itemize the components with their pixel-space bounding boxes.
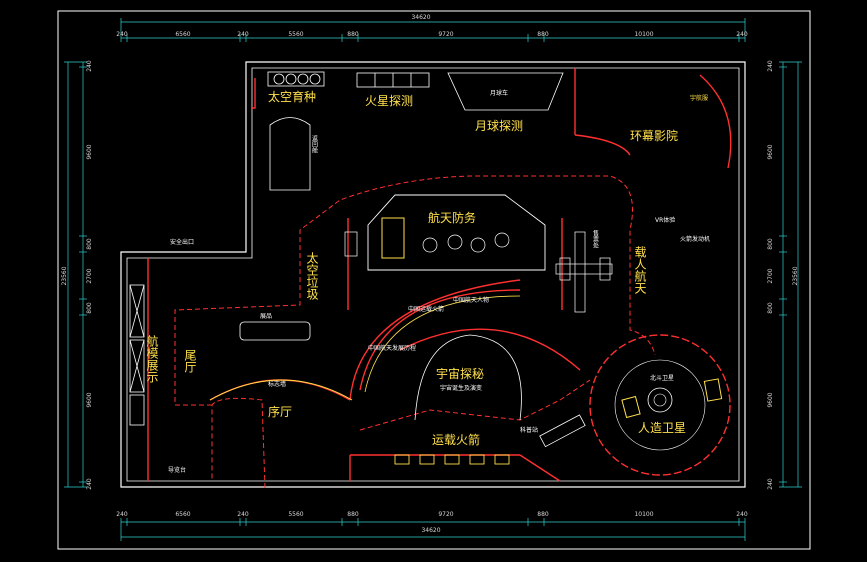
top-dimensions: [120, 18, 746, 42]
mars-exhibits: [356, 72, 430, 88]
dim-bottom-seg-8: 10100: [634, 511, 653, 518]
label-sign: 标志墙: [268, 380, 286, 388]
label-space-suit: 宇航服: [690, 94, 708, 102]
label-universe-origin: 宇宙诞生及演变: [440, 384, 482, 392]
dim-bottom-seg-3: 240: [237, 511, 249, 518]
zone-space-breeding: 太空育种: [268, 89, 316, 104]
label-safety-exit: 安全出口: [170, 238, 194, 246]
label-ticket: 售票处: [592, 229, 599, 249]
dim-left-seg-6: 9600: [86, 392, 93, 407]
zone-prelude: 序厅: [268, 404, 292, 419]
launch-pad: [539, 414, 586, 448]
breeding-exhibits: [267, 71, 325, 87]
dim-top-seg-3: 240: [237, 31, 249, 38]
dim-right-seg-1: 240: [767, 60, 774, 72]
label-engine: 火箭发动机: [680, 235, 710, 243]
dim-bottom-seg-4: 5560: [288, 511, 303, 518]
dim-top-seg-4: 5560: [288, 31, 303, 38]
zone-space-debris: 太空垃圾: [305, 251, 319, 300]
zone-universe: 宇宙探秘: [436, 366, 484, 381]
dim-left-seg-1: 240: [86, 60, 93, 72]
inner-wall: [126, 67, 740, 482]
dim-left-seg-3: 800: [86, 238, 93, 250]
dim-top-seg-1: 240: [116, 31, 128, 38]
label-science-station: 科普站: [520, 426, 538, 434]
drawing-frame: [57, 10, 811, 550]
dim-bottom-seg-9: 240: [736, 511, 748, 518]
rocket-row: [394, 454, 510, 465]
right-dimensions: [779, 61, 802, 488]
zone-aviation: 航模展示: [145, 334, 159, 383]
dim-top-seg-5: 880: [347, 31, 359, 38]
dim-bottom-seg-5: 880: [347, 511, 359, 518]
dim-left-seg-5: 800: [86, 302, 93, 314]
dim-bottom-seg-1: 240: [116, 511, 128, 518]
zone-satellite: 人造卫星: [638, 421, 686, 435]
label-aero-history: 中国航天发展历程: [368, 344, 416, 352]
dim-right-seg-6: 9600: [767, 392, 774, 407]
label-lunar-rover: 月球车: [490, 89, 508, 97]
partitions: [147, 68, 732, 482]
dim-top-seg-6: 9720: [438, 31, 453, 38]
dim-bottom-seg-6: 9720: [438, 511, 453, 518]
zone-tail-hall: 尾厅: [183, 349, 197, 373]
dim-bottom-seg-2: 6560: [175, 511, 190, 518]
label-beidou: 北斗卫星: [650, 374, 674, 382]
dim-top-total: 34620: [411, 14, 430, 21]
dim-top-seg-8: 10100: [634, 31, 653, 38]
zone-launch: 运载火箭: [432, 432, 480, 447]
prelude-arc: [209, 379, 353, 401]
visitor-route: [174, 175, 656, 489]
moon-stage: [447, 72, 564, 111]
dim-top-seg-2: 6560: [175, 31, 190, 38]
label-capsule: 返回舱: [311, 135, 318, 154]
dim-left-seg-4: 2700: [86, 268, 93, 283]
dim-left-total: 23560: [61, 266, 68, 285]
dim-bottom-total: 34620: [421, 527, 440, 534]
label-vr: VR体验: [655, 216, 675, 224]
dim-right-seg-7: 240: [767, 478, 774, 490]
label-exhibit: 展品: [260, 313, 272, 320]
dim-right-seg-5: 800: [767, 302, 774, 314]
dim-right-seg-3: 800: [767, 238, 774, 250]
dim-left-seg-7: 240: [86, 478, 93, 490]
zone-manned: 载人航天: [633, 246, 647, 294]
zone-mars: 火星探测: [365, 94, 413, 108]
dim-right-seg-4: 2700: [767, 268, 774, 283]
dim-bottom-seg-7: 880: [537, 511, 549, 518]
label-china-astronaut: 中国航天人物: [453, 296, 489, 304]
satellite-area: [589, 334, 731, 476]
outer-wall: [120, 61, 746, 488]
zone-dome-cinema: 环幕影院: [630, 129, 678, 143]
zone-moon: 月球探测: [475, 119, 523, 133]
bottom-dimensions: [120, 518, 746, 541]
space-station-model: [555, 231, 613, 313]
universe-dome: [359, 289, 522, 421]
dim-top-seg-7: 880: [537, 31, 549, 38]
tail-platform: [239, 321, 311, 341]
zone-defense: 航天防务: [428, 210, 476, 225]
label-guide: 导览台: [168, 466, 186, 474]
dim-left-seg-2: 9600: [86, 144, 93, 159]
left-dimensions: [64, 61, 87, 488]
dim-right-seg-2: 9600: [767, 144, 774, 159]
dim-top-seg-9: 240: [736, 31, 748, 38]
defense-room: [344, 194, 546, 271]
label-rocket: 中国运载火箭: [408, 305, 444, 313]
capsule-model: [269, 117, 311, 191]
dim-right-total: 23560: [792, 266, 799, 285]
aviation-cabinets: [129, 284, 145, 426]
